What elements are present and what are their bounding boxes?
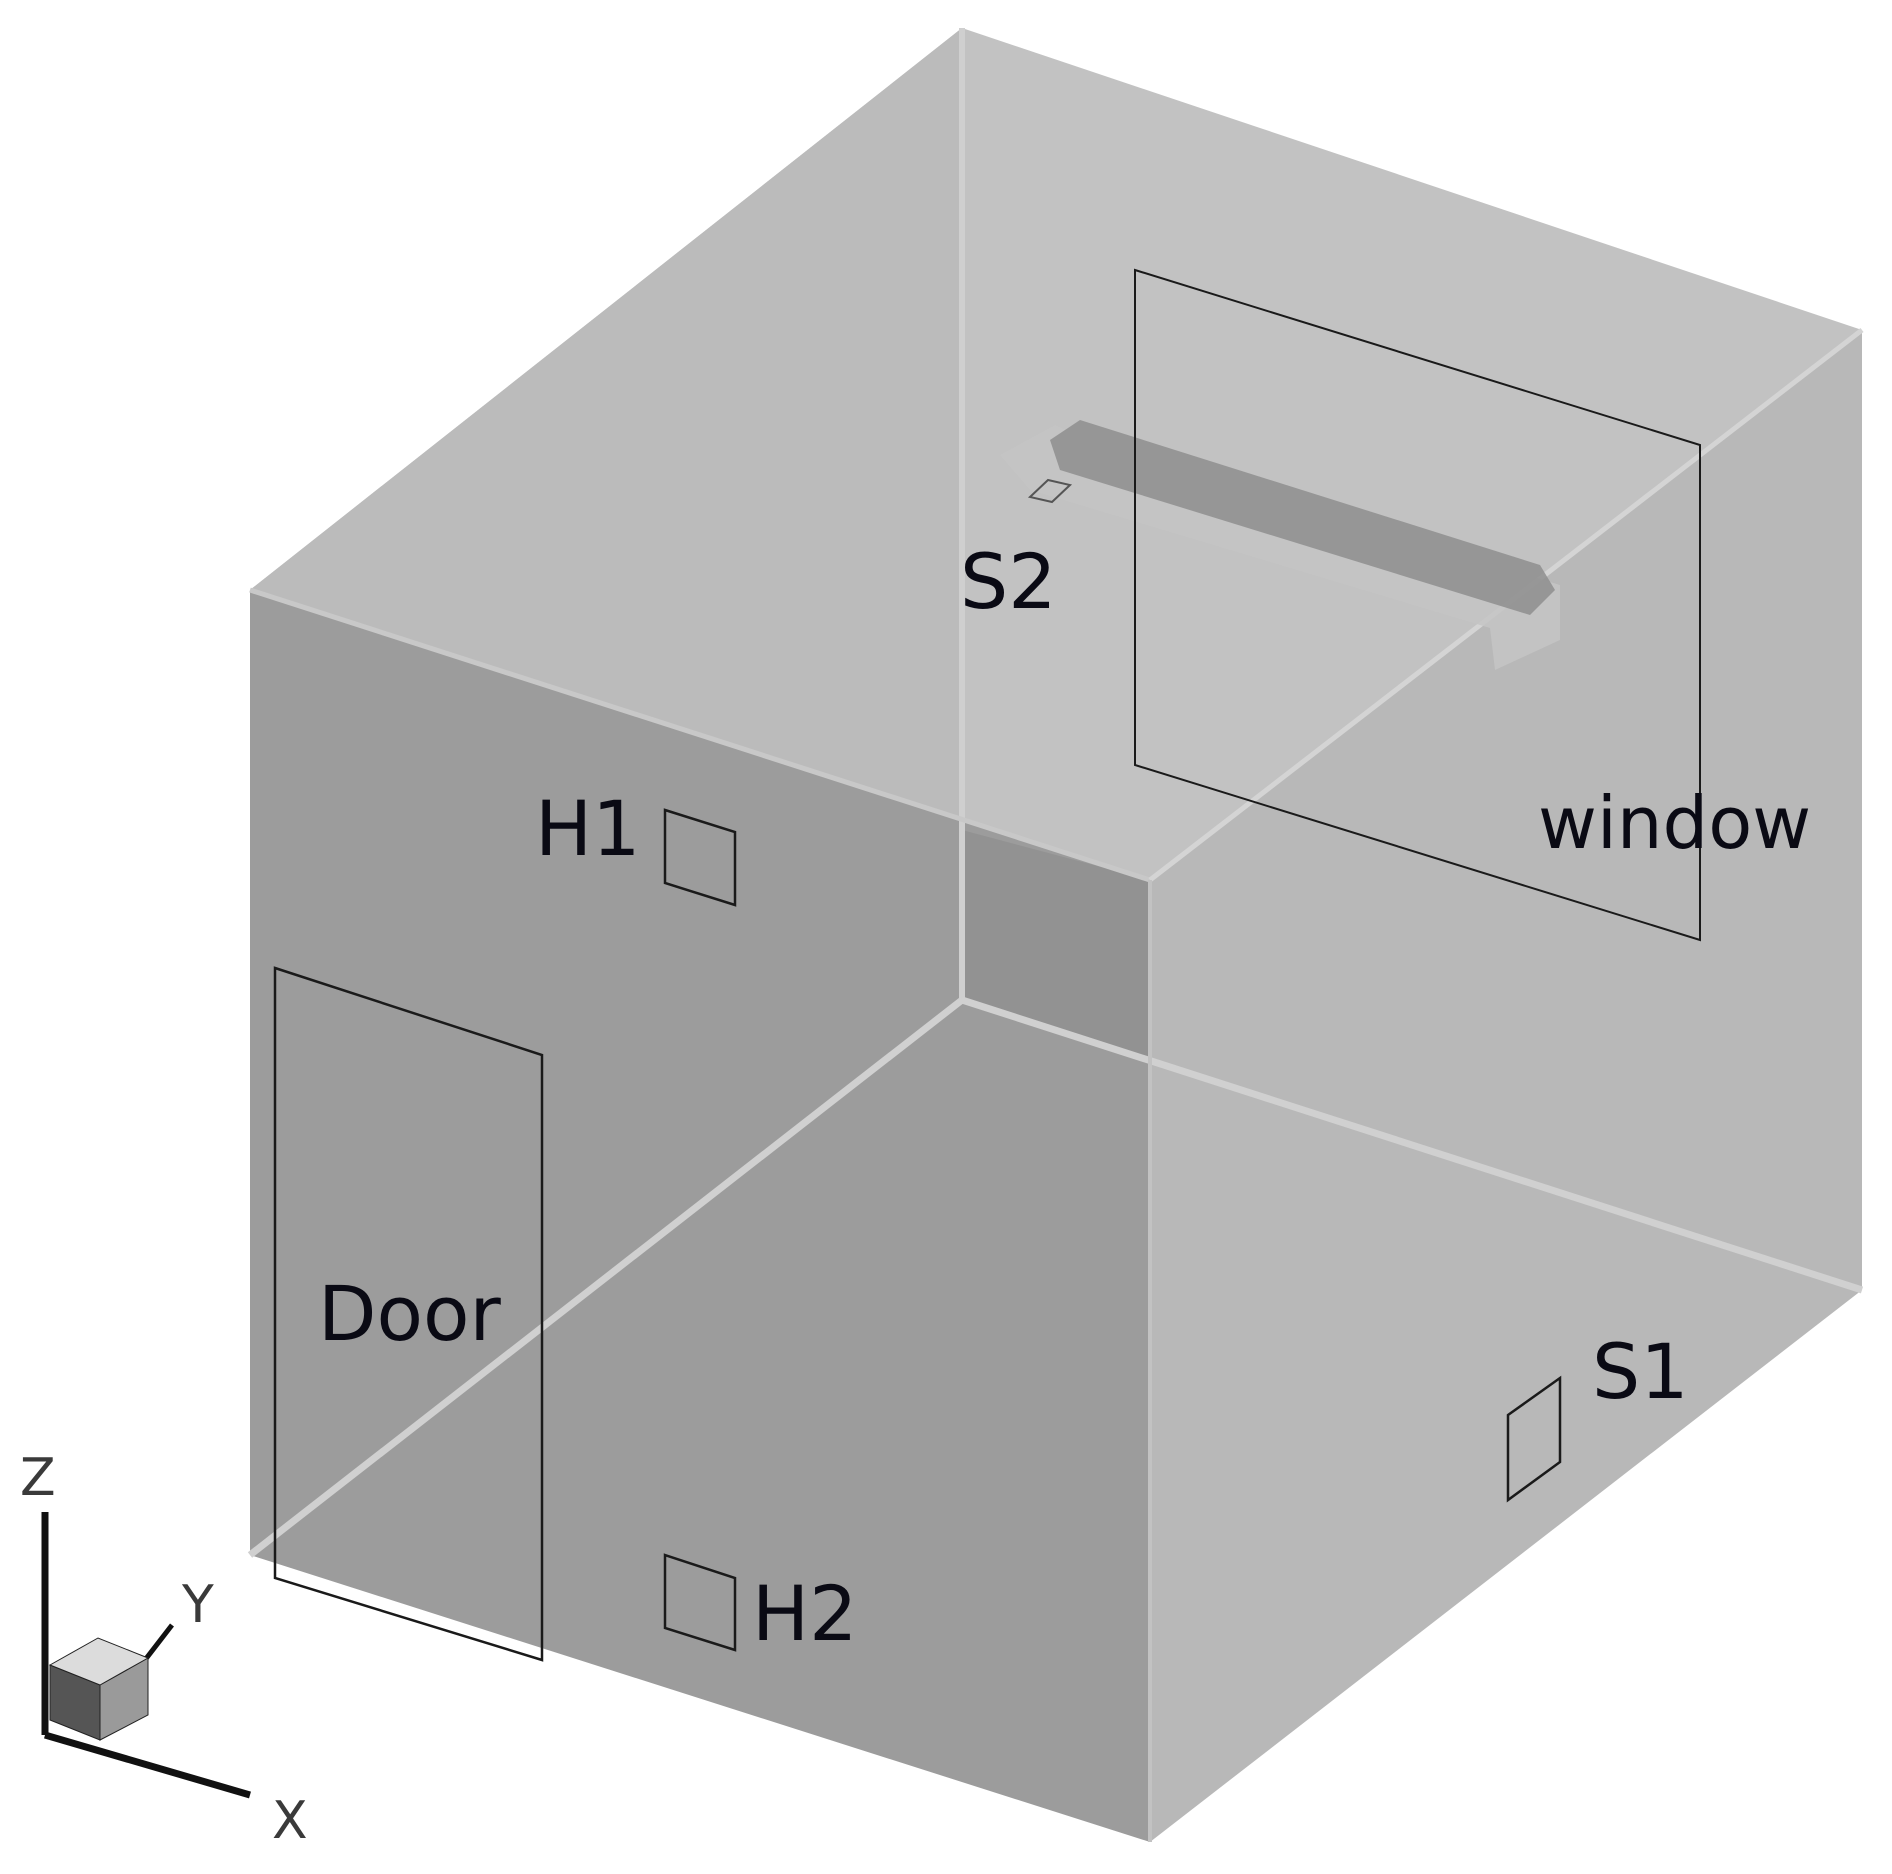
h1-box [663,808,737,907]
s1-box [1506,1375,1562,1503]
axis-label-x: X [272,1791,308,1851]
label-s2: S2 [960,537,1057,626]
label-door: Door [318,1269,502,1358]
door-outline [273,966,544,1662]
axis-cube-top [48,1637,150,1686]
axis-label-y: Y [181,1575,214,1635]
top-front-edge [249,587,1151,883]
y-axis-line [143,1623,174,1662]
inner-edge-right [960,996,1864,1294]
inner-corner-shade [962,830,1150,1060]
room-box [247,28,1864,1842]
h2-box [663,1553,737,1652]
axis-triad: Z Y X [20,1448,308,1851]
x-axis-line [44,1731,251,1799]
label-h1: H1 [535,784,641,873]
window-outline [1134,268,1701,942]
label-window: window [1538,781,1811,865]
front-wall [250,590,1150,1842]
right-wall [1150,330,1862,1842]
inner-edge-left [247,997,965,1558]
duct-outlet [1027,478,1073,504]
duct [1000,420,1560,670]
axis-label-z: Z [20,1448,56,1508]
label-s1: S1 [1592,1327,1689,1416]
label-h2: H2 [752,1569,858,1658]
duct-body [1050,420,1555,615]
